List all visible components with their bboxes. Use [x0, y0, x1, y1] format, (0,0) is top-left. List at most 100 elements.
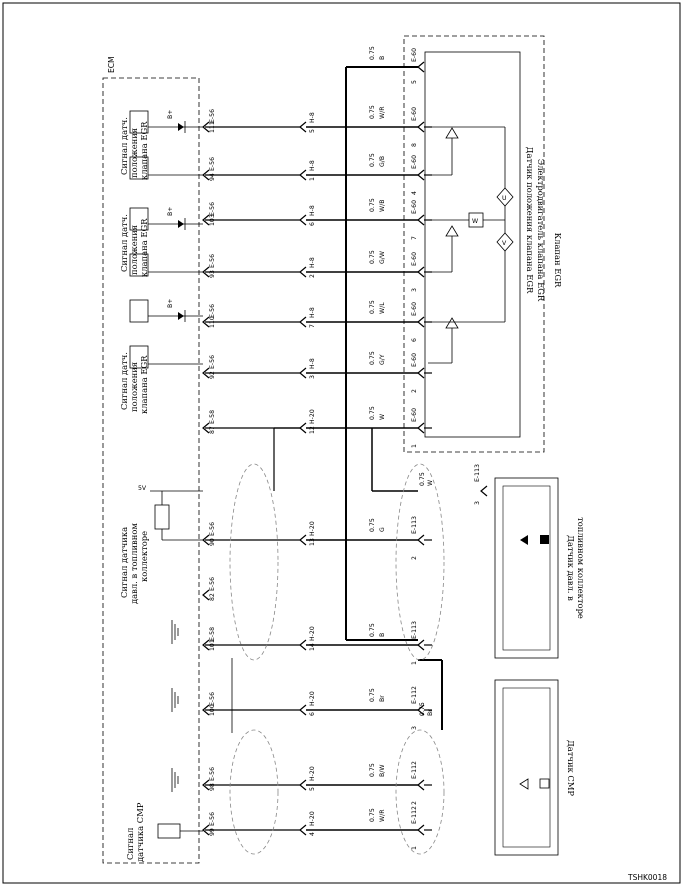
wire-gauge: 0.75	[369, 808, 376, 822]
terminal-connector-marker	[417, 316, 425, 328]
diode-symbol	[178, 220, 184, 228]
wire-gauge: 0.75	[369, 153, 376, 167]
terminal-connector-code: E-60	[411, 155, 418, 169]
egr-signal-a-line3: клапана EGR	[139, 121, 149, 180]
terminal-pin-number: 1	[411, 661, 418, 665]
inline-connector-code: H-8	[309, 112, 316, 123]
sensor-resistor	[129, 345, 149, 369]
inline-connector-code: H-20	[309, 811, 316, 826]
ecm-pin-marker	[202, 367, 210, 379]
inline-pin-number: 1	[309, 177, 316, 181]
terminal-pin-number: 3	[474, 501, 481, 505]
ecm-connector-code: E-56	[209, 304, 216, 318]
image-reference: TSHK0018	[627, 873, 667, 882]
wire-gauge: 0.75	[369, 105, 376, 119]
sensor-resistor	[129, 110, 149, 134]
inline-pin-number: 13	[309, 538, 316, 546]
inline-connector-marker	[299, 367, 307, 379]
inline-connector-marker	[299, 824, 307, 836]
ecm-connector-code: E-58	[209, 410, 216, 424]
inline-pin-number: 5	[309, 129, 316, 133]
ecm-connector-code: E-56	[209, 692, 216, 706]
wire-color: G/W	[379, 251, 386, 264]
terminal-connector-code: E-60	[411, 252, 418, 266]
ecm-pin-marker	[202, 422, 210, 434]
ecm-connector-code: E-56	[209, 254, 216, 268]
terminal-connector-marker	[417, 214, 425, 226]
inline-connector-marker	[299, 316, 307, 328]
cmp-sensor-element	[539, 778, 550, 789]
ecm-internal-symbols: B+B+B+	[129, 110, 203, 839]
egr-signal-b-line2: положения	[129, 225, 139, 275]
terminal-pin-number: 3	[411, 726, 418, 730]
wire-gauge: 0.75	[419, 472, 426, 486]
egr-signal-b-line1: Сигнал датч.	[119, 214, 129, 272]
cmp-signal-line2: датчика CMP	[135, 802, 145, 862]
ecm-pin-number: 94	[209, 173, 216, 181]
wire-gauge: 0.75	[369, 763, 376, 777]
egr-signal-a-line1: Сигнал датч.	[119, 117, 129, 175]
ecm-label: ECM	[107, 57, 116, 73]
inline-connector-code: H-20	[309, 691, 316, 706]
terminal-connector-marker	[417, 61, 425, 73]
circuit-row: 82E-56	[202, 577, 216, 601]
ecm-pin-number: 90	[209, 538, 216, 546]
diode-symbol	[178, 312, 184, 320]
pressure-sensor-label-2: топливном коллекторе	[576, 517, 586, 619]
terminal-connector-marker	[417, 704, 425, 716]
wire-gauge: 0.75	[369, 623, 376, 637]
inline-pin-number: 12	[309, 426, 316, 434]
terminal-connector-code: E-60	[411, 353, 418, 367]
inline-connector-code: H-8	[309, 205, 316, 216]
ecm-pin-number: 92	[209, 371, 216, 379]
wire-color: B	[379, 56, 386, 60]
terminal-pin-number: 6	[411, 338, 418, 342]
wire-color: G	[379, 527, 386, 532]
terminal-connector-code: E-113	[411, 621, 418, 639]
terminal-connector-code: E-112	[411, 686, 418, 704]
inline-connector-code: H-8	[309, 257, 316, 268]
terminal-connector-marker	[417, 266, 425, 278]
wire-color: B	[379, 633, 386, 637]
terminal-pin-number: 2	[411, 556, 418, 560]
egr-v-symbol: V	[502, 240, 507, 247]
wire-color: W/L	[379, 302, 386, 314]
wire-gauge: 0.75	[369, 518, 376, 532]
cmp-sensor-body	[494, 679, 559, 856]
terminal-connector-code: E-112	[411, 806, 418, 824]
ecm-connector-code: E-56	[209, 157, 216, 171]
terminal-connector-code: E-112	[411, 761, 418, 779]
inline-connector-code: H-8	[309, 358, 316, 369]
terminal-connector-marker	[417, 169, 425, 181]
inline-connector-marker	[299, 704, 307, 716]
pressure-sensor-inner	[502, 485, 551, 651]
ecm-pin-marker	[202, 779, 210, 791]
wire-gauge: 0.75	[369, 250, 376, 264]
wire-gauge: 0.75	[369, 406, 376, 420]
wire-color: B/W	[379, 765, 386, 777]
ecm-connector-code: E-56	[209, 577, 216, 591]
inline-connector-code: H-20	[309, 766, 316, 781]
bplus-label: B+	[167, 110, 174, 119]
ecm-pin-marker	[202, 214, 210, 226]
inline-connector-code: H-20	[309, 521, 316, 536]
sensor-resistor	[129, 299, 149, 323]
terminal-connector-code: E-60	[411, 302, 418, 316]
ecm-pin-number: 93	[209, 270, 216, 278]
wire-color: W/B	[379, 200, 386, 212]
inline-connector-code: H-8	[309, 160, 316, 171]
egr-valve-boundary	[403, 35, 545, 453]
wire-color: W/R	[379, 106, 386, 119]
wire-gauge: 0.75	[369, 198, 376, 212]
ecm-pin-marker	[202, 639, 210, 651]
